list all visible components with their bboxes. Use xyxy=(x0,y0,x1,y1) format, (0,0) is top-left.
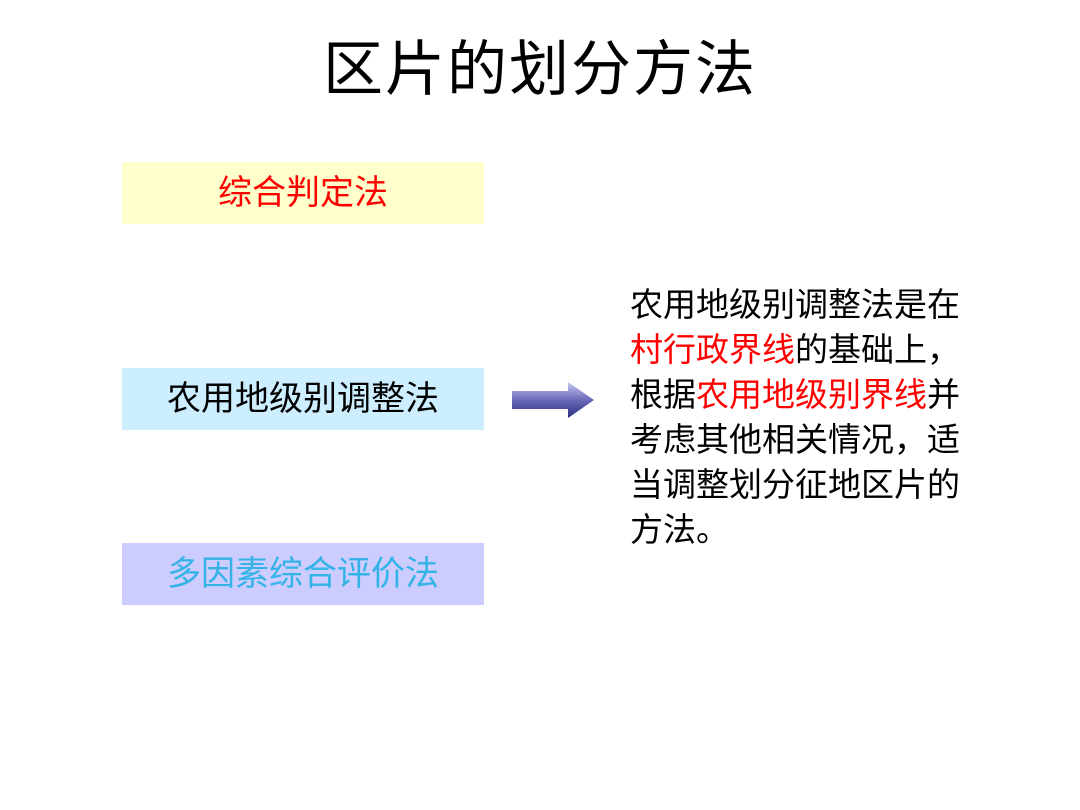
method-multi-factor-evaluation: 多因素综合评价法 xyxy=(122,543,484,605)
method-label: 多因素综合评价法 xyxy=(167,554,439,594)
desc-highlight-village-boundary: 村行政界线 xyxy=(630,330,795,369)
desc-highlight-farmland-grade-boundary: 农用地级别界线 xyxy=(696,375,927,414)
right-arrow-icon xyxy=(512,382,594,418)
method-farmland-grade-adjustment: 农用地级别调整法 xyxy=(122,368,484,430)
slide-title: 区片的划分方法 xyxy=(323,35,757,105)
method-description: 农用地级别调整法是在村行政界线的基础上，根据农用地级别界线并考虑其他相关情况，适… xyxy=(630,282,990,552)
method-comprehensive-judgment: 综合判定法 xyxy=(122,162,484,224)
method-label: 农用地级别调整法 xyxy=(167,379,439,419)
desc-text: 的基础上，根据 xyxy=(630,330,960,414)
desc-text: 并考虑其他相关情况，适当调整划分征地区片的方法。 xyxy=(630,375,960,549)
desc-text: 农用地级别调整法是在 xyxy=(630,285,960,324)
method-label: 综合判定法 xyxy=(218,173,388,213)
